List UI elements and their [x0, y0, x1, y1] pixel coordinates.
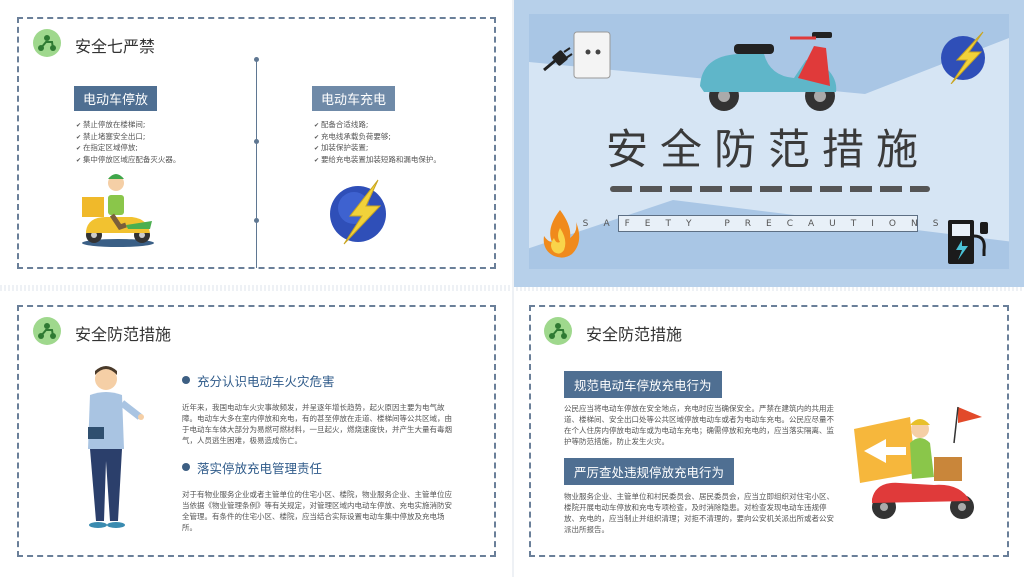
parking-tag: 电动车停放 — [74, 86, 158, 111]
cover-subtitle-text: SAFETY PRECAUTIONS — [582, 218, 954, 229]
section-title: 规范电动车停放充电行为 — [564, 371, 722, 398]
list-item: 加装保护装置; — [314, 143, 441, 155]
list-item: 集中停放区域应配备灭火器。 — [76, 155, 181, 167]
fire-icon — [543, 210, 580, 258]
delivery-scooter-illustration — [854, 406, 982, 519]
dash-ornament — [610, 186, 930, 192]
slide-title: 安全防范措施 — [75, 325, 172, 344]
delivery-rider-illustration — [82, 174, 154, 247]
list-item: 配备合适线路; — [314, 120, 441, 132]
slide-recognize-fire-hazards[interactable]: 安全防范措施 充分认识电动车火灾危害 近年来，我国电动车火灾事故频发，并呈逐年增… — [0, 291, 510, 577]
section-title: 严厉查处违规停放充电行为 — [564, 458, 735, 485]
list-item: 在指定区域停放; — [76, 143, 180, 155]
slide-title: 安全七严禁 — [75, 37, 156, 56]
charging-rules-list: 配备合适线路; 充电线承载负荷要够; 加装保护装置; 要给充电装置加装短路和漏电… — [314, 120, 441, 166]
list-item: 禁止停放在楼梯间; — [76, 120, 180, 132]
scooter-illustration — [700, 32, 837, 111]
slide-safety-seven-prohibitions[interactable]: 安全七严禁 电动车停放 禁止停放在楼梯间; 禁止堵塞安全出口; 在指定区域停放;… — [0, 0, 510, 285]
scooter-rider-icon — [544, 317, 572, 345]
cover-subtitle: SAFETY PRECAUTIONS — [583, 215, 938, 232]
bullet-dot — [182, 463, 190, 471]
timeline-dot — [254, 218, 259, 223]
section-text: 对于有物业服务企业或者主管单位的住宅小区、楼院，物业服务企业、主管单位应当依据《… — [182, 490, 452, 532]
slide-cover[interactable]: 安全防范措施 SAFETY PRECAUTIONS — [514, 0, 1024, 287]
slide-title: 安全防范措施 — [586, 325, 683, 344]
list-item: 禁止堵塞安全出口; — [76, 132, 180, 144]
timeline-dot — [254, 139, 259, 144]
list-item: 充电线承载负荷要够; — [314, 132, 441, 144]
section-text: 公民应当将电动车停放在安全地点，充电时应当确保安全。严禁在建筑内的共用走道、楼梯… — [564, 404, 834, 446]
cover-title: 安全防范措施 — [606, 125, 931, 174]
lightning-bolt-icon — [941, 31, 985, 84]
scooter-rider-icon — [33, 29, 61, 57]
slide-regulate-parking-charging[interactable]: 安全防范措施 规范电动车停放充电行为 公民应当将电动车停放在安全地点，充电时应当… — [514, 291, 1024, 577]
parking-rules-list: 禁止停放在楼梯间; 禁止堵塞安全出口; 在指定区域停放; 集中停放区域应配备灭火… — [76, 120, 181, 167]
section-text: 物业服务企业、主管单位和村民委员会、居民委员会，应当立即组织对住宅小区、楼院开展… — [564, 492, 834, 534]
section-title: 充分认识电动车火灾危害 — [197, 374, 335, 389]
power-plug-icon — [543, 31, 611, 79]
charging-station-icon — [948, 220, 988, 264]
timeline-dot — [254, 57, 259, 62]
section-title: 落实停放充电管理责任 — [197, 461, 323, 476]
section-text: 近年来，我国电动车火灾事故频发，并呈逐年增长趋势，起火原因主要为电气故障。电动车… — [182, 403, 452, 445]
slide-border — [529, 305, 1009, 557]
bullet-dot — [182, 376, 190, 384]
timeline-line — [256, 60, 257, 268]
charging-tag: 电动车充电 — [312, 86, 396, 111]
scooter-rider-icon — [33, 317, 61, 345]
presenter-man-illustration — [88, 366, 144, 528]
list-item: 要给充电装置加装短路和漏电保护。 — [314, 155, 441, 167]
lightning-bolt-icon — [330, 179, 386, 245]
